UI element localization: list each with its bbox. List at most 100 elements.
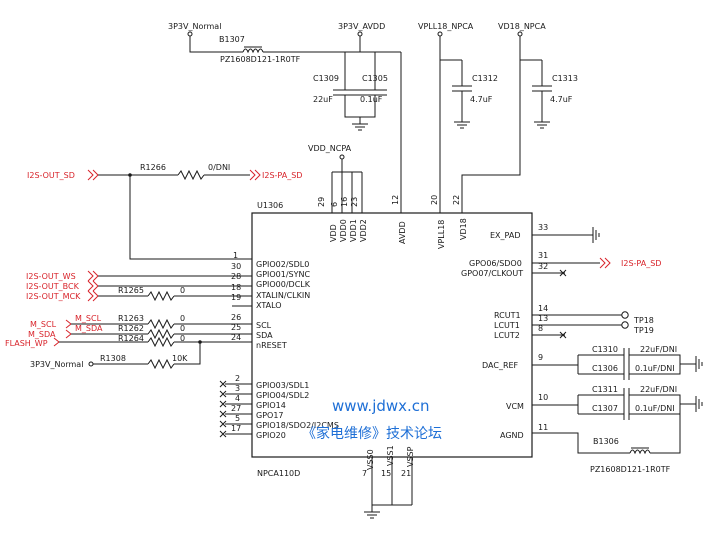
left-pin-name-xtalo: XTALO [256,301,282,310]
bottom-pin-num-15: 15 [381,469,391,478]
net-i2s-pa-sd-top: I2S-PA_SD [262,171,302,180]
left-pin-name-gpio01: GPIO01/SYNC [256,270,311,279]
c1309-ref: C1309 [313,74,339,83]
right-pin-num-14: 14 [538,304,548,313]
net-i2s-out-ws: I2S-OUT_WS [26,272,76,281]
r1265-ref: R1265 [118,286,144,295]
watermark: www.jdwx.cn 《家电维修》技术论坛 [302,397,442,442]
top-pin-name-avdd: AVDD [398,221,407,244]
offpage-flash-wp [53,337,60,347]
watermark-url: www.jdwx.cn [332,397,430,415]
net-i2s-out-sd: I2S-OUT_SD [27,171,75,180]
right-pin-name-rcut1: RCUT1 [494,311,521,320]
top-pin-num-20: 20 [430,195,439,205]
net-i2s-out-bck: I2S-OUT_BCK [26,282,80,291]
rail-vd18-label: VD18_NPCA [498,22,546,31]
left-pin-num-25: 25 [231,323,241,332]
net-m-sda-ext: M_SDA [28,330,56,339]
nc-mark-pin17 [219,430,227,438]
rail-vd18-terminal [517,31,523,37]
c1307-value: 0.1uF/DNI [635,404,675,413]
nc-mark-pin8 [559,331,567,339]
b1306-ref: B1306 [593,437,619,446]
bottom-pin-name-vss1: VSS1 [386,445,395,466]
left-pin-name-gpio03: GPIO03/SDL1 [256,381,309,390]
net-m-scl-int: M_SCL [75,314,102,323]
offpage-i2s-pa-sd-right [599,257,611,269]
net-m-sda-int: M_SDA [75,324,103,333]
r1266-resistor [177,169,205,181]
left-pin-num-24: 24 [231,333,241,342]
b1306-part: PZ1608D121-1R0TF [590,465,671,474]
net-i2s-pa-sd-right: I2S-PA_SD [621,259,661,268]
power-section: 3P3V_Normal B1307 PZ1608D121-1R0TF 3P3V_… [168,22,578,213]
left-pin-name-nreset: nRESET [256,341,287,350]
left-pin-name-gpo17: GPO17 [256,411,284,420]
top-pin-name-vdd: VDD [329,224,338,242]
offpage-i2s-out-ws [87,270,99,282]
ic-part: NPCA110D [257,469,300,478]
right-pin-name-lcut2: LCUT2 [494,331,520,340]
r1262-resistor [147,328,175,340]
right-pin-name-expad: EX_PAD [490,231,520,240]
left-pin-name-gpio02: GPIO02/SDL0 [256,260,309,269]
c1305-value: 0.1uF [360,95,383,104]
offpage-m-sda [65,329,72,339]
left-pin-name-scl: SCL [256,321,272,330]
rail-3p3v-normal-terminal [187,31,193,37]
ic-body [251,212,533,458]
ic-u1306: U1306 NPCA110D 29 VDD 6 VDD0 16 VDD1 23 … [231,195,548,478]
wire-vd18-to-pin22 [461,36,521,213]
c1306-ref: C1306 [592,364,618,373]
r1265-value: 0 [180,286,185,295]
left-pin-num-5: 5 [235,414,240,423]
top-pin-num-12: 12 [391,195,400,205]
left-pin-num-18: 18 [231,283,241,292]
left-pin-num-1: 1 [233,251,238,260]
tp18-pad [621,311,629,319]
left-pin-num-19: 19 [231,293,241,302]
r1266-ref: R1266 [140,163,166,172]
offpage-i2s-out-bck [87,280,99,292]
left-pin-name-gpio14: GPIO14 [256,401,286,410]
top-pin-name-vpll18: VPLL18 [437,220,446,249]
left-pin-name-xtalin: XTALIN/CLKIN [256,291,310,300]
offpage-i2s-out-mck [87,290,99,302]
nc-mark-pin2 [219,380,227,388]
wire-sd-to-pin1 [129,175,252,260]
junction-sd [128,173,132,177]
c1310-value: 22uF/DNI [640,345,677,354]
bottom-ground [364,457,413,519]
top-pin-num-22: 22 [452,195,461,205]
r1308-resistor [147,358,175,370]
right-pin-num-32: 32 [538,262,548,271]
left-pin-num-3: 3 [235,384,240,393]
left-pin-name-gpio18: GPIO18/SDO2/I2CMS [256,421,339,430]
net-i2s-out-mck: I2S-OUT_MCK [26,292,81,301]
right-pin-num-33: 33 [538,223,548,232]
b1306-ferrite [629,449,651,455]
top-pin-num-6: 6 [330,202,339,207]
left-pin-name-gpio04: GPIO04/SDL2 [256,391,309,400]
right-pin-name-lcut1: LCUT1 [494,321,520,330]
wire-r1308-nreset [174,342,201,365]
c1305-ref: C1305 [362,74,388,83]
bottom-pin-num-21: 21 [401,469,411,478]
offpage-i2s-pa-sd-top [249,169,261,181]
c1312-value: 4.7uF [470,95,493,104]
left-connections: I2S-OUT_SD R1266 0/DNI I2S-PA_SD I2S-OUT… [5,163,302,438]
offpage-m-scl [65,319,72,329]
c1313-value: 4.7uF [550,95,573,104]
top-pin-name-vdd0: VDD0 [339,219,348,242]
r1265-resistor [147,290,175,302]
watermark-forum: 《家电维修》技术论坛 [302,425,442,442]
tp19-pad [621,321,629,329]
left-pin-num-17: 17 [231,424,241,433]
top-pin-num-16: 16 [340,197,349,207]
rail-3p3v-normal-reset: 3P3V_Normal [30,360,83,369]
bottom-pin-name-vss0: VSS0 [366,449,375,470]
left-pin-num-2: 2 [235,374,240,383]
top-pin-name-vdd2: VDD2 [359,219,368,242]
